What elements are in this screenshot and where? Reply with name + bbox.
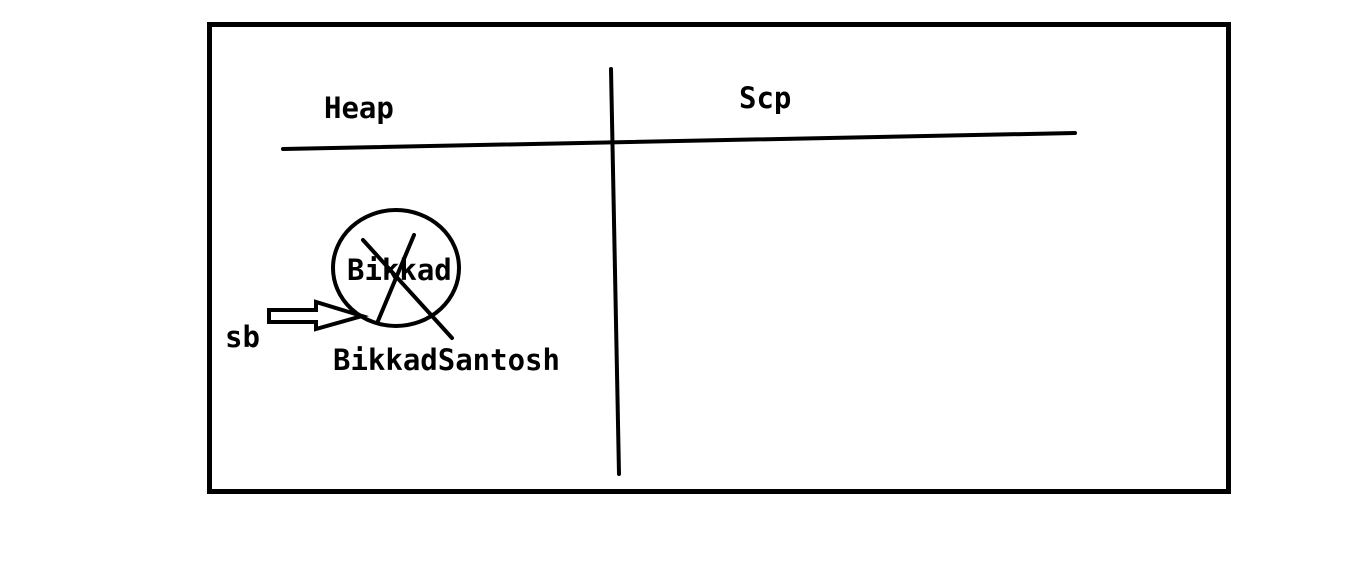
reference-arrow (267, 299, 370, 332)
old-object-circle (331, 208, 461, 328)
scp-label: Scp (739, 81, 791, 115)
cross-out-stroke (376, 233, 416, 323)
diagram-frame (207, 22, 1231, 494)
new-object-label: BikkadSantosh (333, 343, 560, 377)
reference-label: sb (225, 320, 260, 354)
area-divider-line (609, 67, 621, 476)
cross-out-stroke (361, 238, 454, 340)
header-divider-line (281, 131, 1077, 151)
heap-label: Heap (324, 91, 394, 125)
